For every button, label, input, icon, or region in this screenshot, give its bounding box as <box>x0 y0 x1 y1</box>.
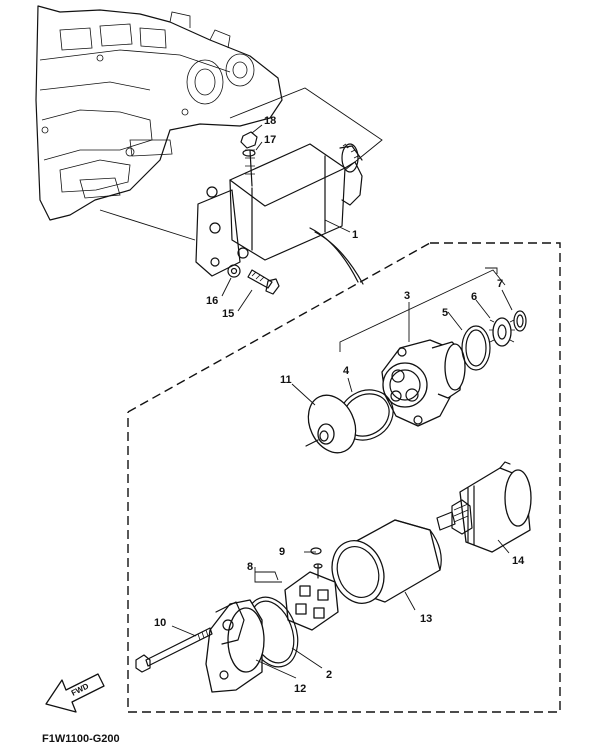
nut <box>240 131 258 149</box>
armature <box>436 461 532 553</box>
yoke <box>331 519 442 604</box>
starter-cable-edge <box>314 231 364 285</box>
callout-5: 5 <box>442 307 448 319</box>
exploded-view-boundary <box>127 242 431 413</box>
brush-holder <box>284 563 339 631</box>
engine-crankcase <box>35 5 283 221</box>
starter-cable <box>309 227 359 283</box>
callout-11: 11 <box>280 374 292 386</box>
reference-line <box>99 209 196 241</box>
fwd-arrow: FWD <box>45 673 105 713</box>
callout-16: 16 <box>206 295 218 307</box>
washer <box>242 149 256 157</box>
callout-14: 14 <box>512 555 525 567</box>
callout-13: 13 <box>420 613 432 625</box>
callout-7: 7 <box>497 278 503 290</box>
o-ring <box>310 547 322 555</box>
pinion-gear <box>489 317 515 347</box>
bolt <box>247 269 280 295</box>
callout-18: 18 <box>264 115 276 127</box>
callout-2: 2 <box>326 669 332 681</box>
callout-12: 12 <box>294 683 306 695</box>
exploded-view-boundary <box>127 242 561 713</box>
o-ring <box>461 325 491 371</box>
washer <box>227 264 241 278</box>
through-bolt <box>135 627 213 673</box>
callout-10: 10 <box>154 617 166 629</box>
callout-15: 15 <box>222 308 234 320</box>
callout-17: 17 <box>264 134 276 146</box>
figure-code: F1W1100-G200 <box>42 733 120 745</box>
starter-motor-assembly <box>195 143 363 277</box>
callout-9: 9 <box>279 546 285 558</box>
callout-bracket <box>339 269 506 352</box>
gear-housing <box>381 339 466 427</box>
rear-bracket <box>205 599 265 693</box>
callout-8: 8 <box>247 561 253 573</box>
reference-line <box>229 87 383 171</box>
callout-4: 4 <box>343 365 350 377</box>
cover-plate <box>305 394 357 454</box>
callout-3: 3 <box>404 290 410 302</box>
callout-6: 6 <box>471 291 477 303</box>
clip <box>513 310 527 332</box>
callout-1: 1 <box>352 229 358 241</box>
